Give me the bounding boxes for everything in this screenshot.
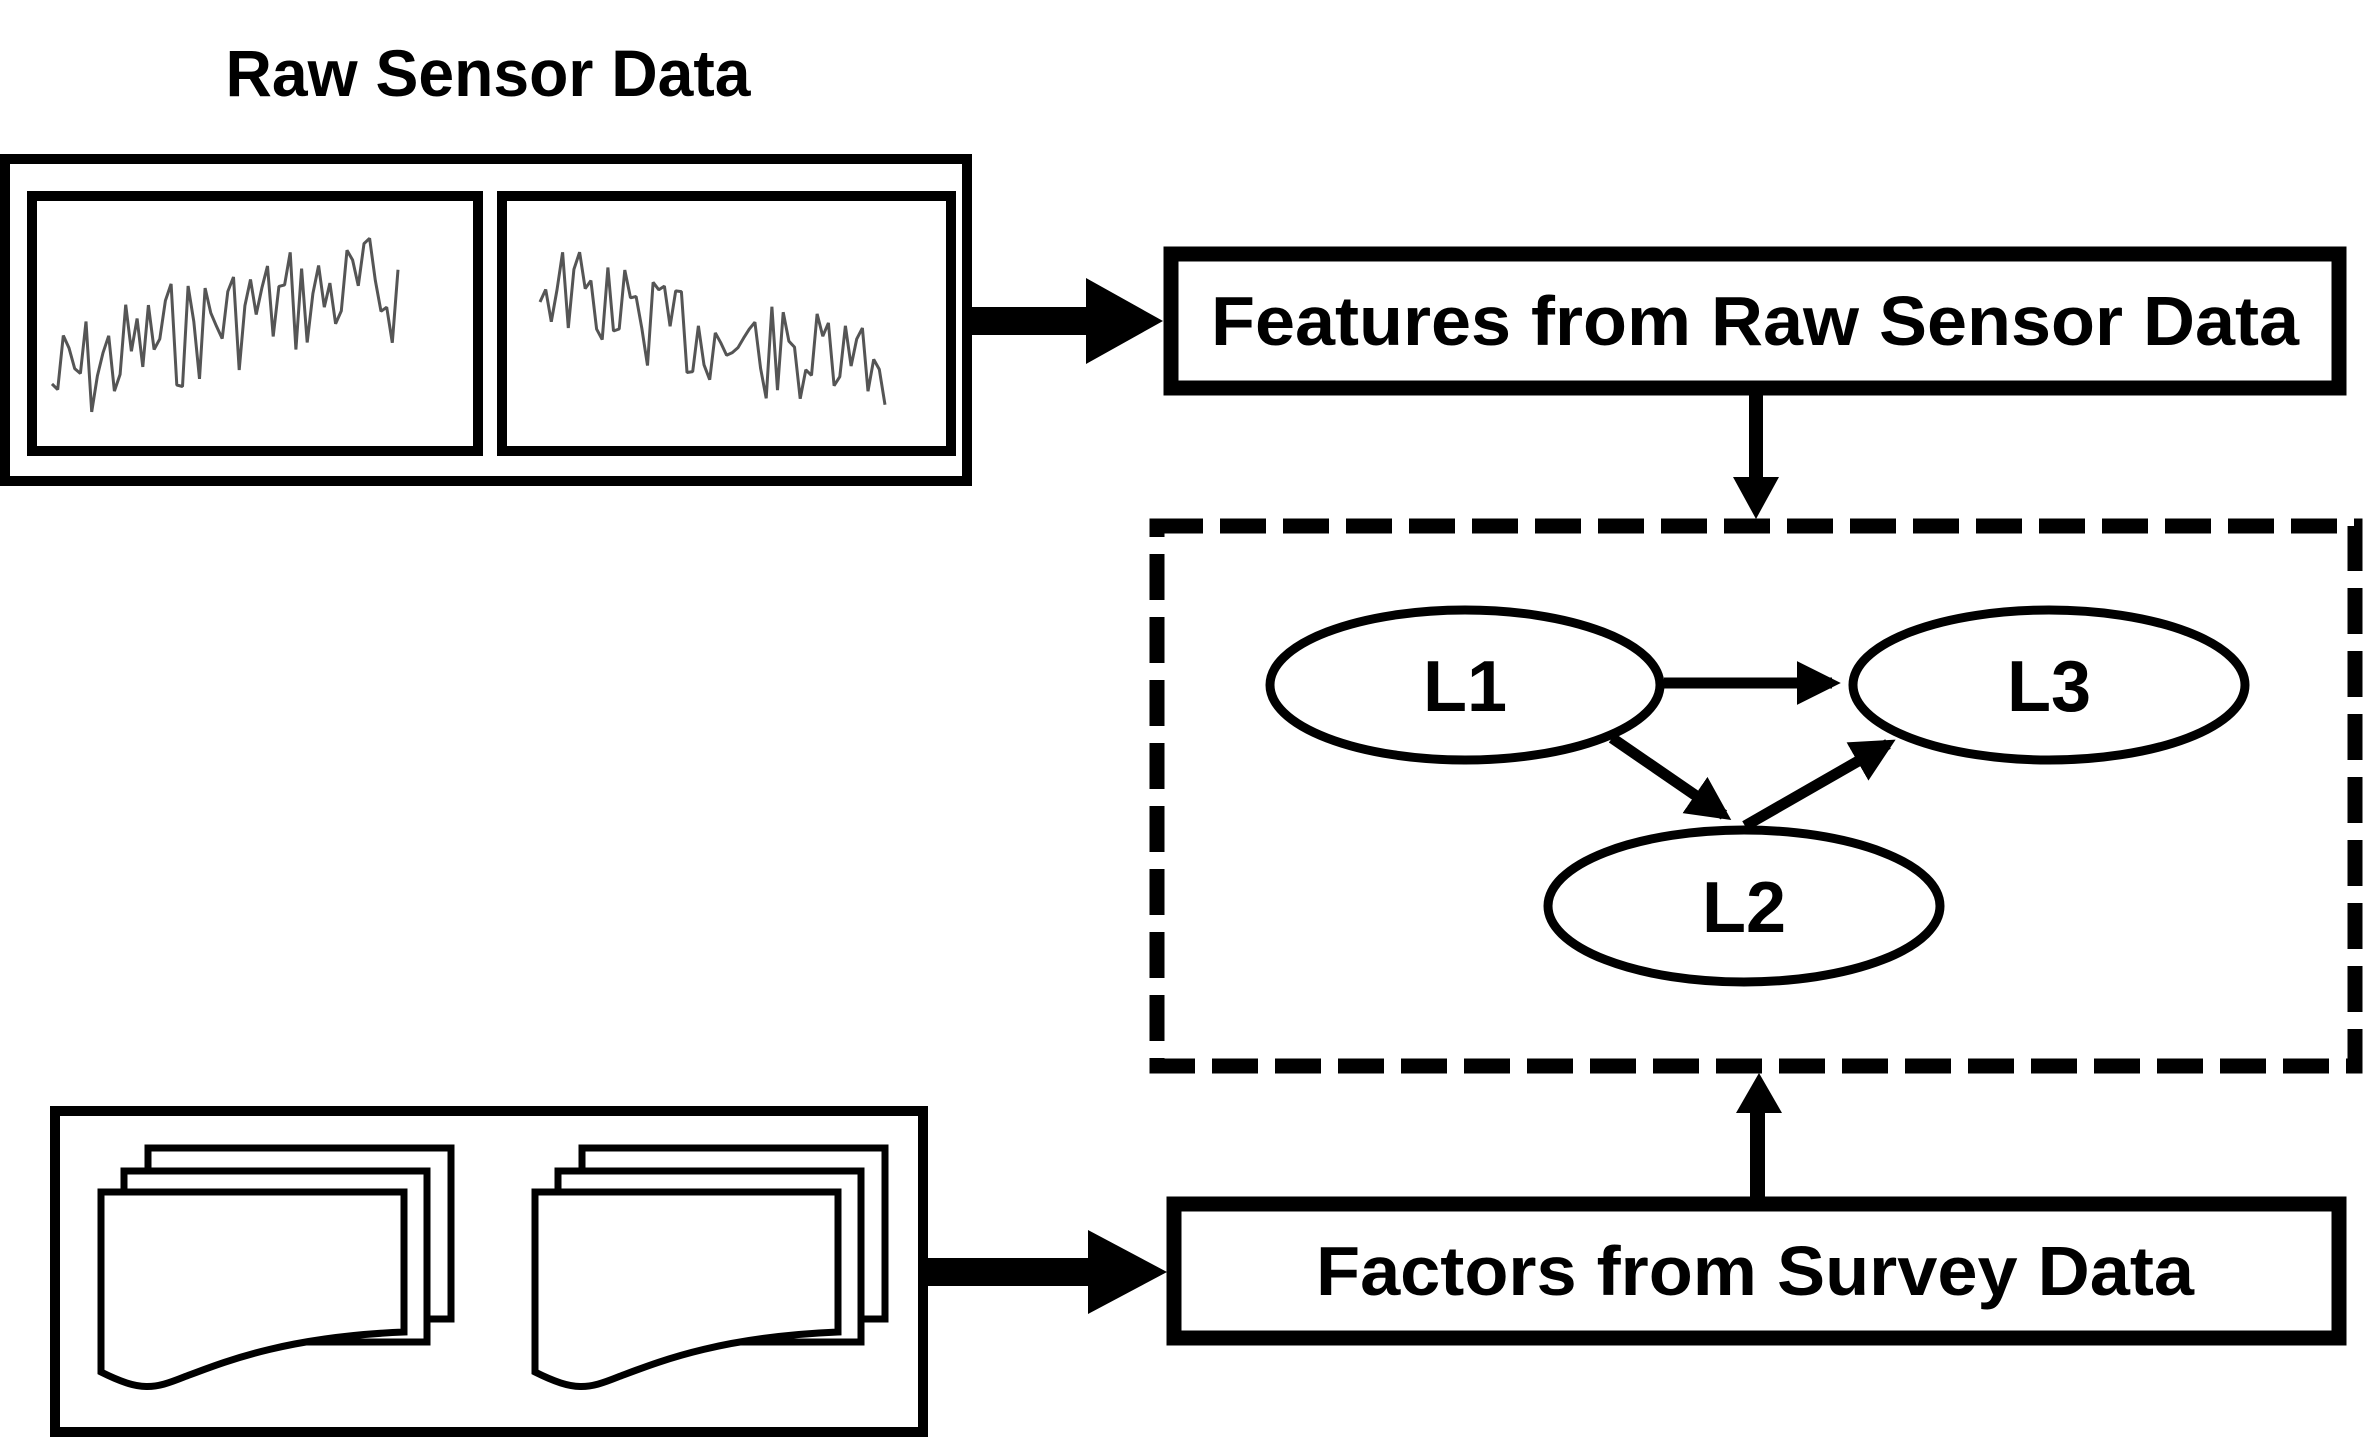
document-page-front xyxy=(97,1188,408,1390)
waveform-icon xyxy=(50,237,400,413)
edge-l2-l3 xyxy=(1742,739,1896,831)
waveform-icon xyxy=(538,251,887,406)
node-l1: L1 xyxy=(1265,605,1665,765)
raw-sensor-container xyxy=(0,154,972,486)
node-l3: L3 xyxy=(1848,605,2250,765)
node-l2-label: L2 xyxy=(1702,868,1786,948)
arrow-survey-to-factors xyxy=(926,1230,1167,1314)
node-l3-label: L3 xyxy=(2007,647,2091,727)
arrow-features-to-model xyxy=(1733,388,1779,519)
arrow-raw-to-features xyxy=(972,278,1163,364)
factors-box: Factors from Survey Data xyxy=(1166,1196,2347,1346)
node-l2: L2 xyxy=(1543,825,1945,987)
document-stack-icon xyxy=(97,1144,455,1390)
raw-sensor-title: Raw Sensor Data xyxy=(226,36,752,110)
node-l1-label: L1 xyxy=(1423,647,1507,727)
features-box: Features from Raw Sensor Data xyxy=(1163,246,2347,396)
factors-box-label: Factors from Survey Data xyxy=(1316,1232,2195,1310)
arrow-factors-to-model xyxy=(1736,1073,1782,1202)
model-box: L1 L3 L2 xyxy=(1149,518,2363,1074)
edge-l1-l2 xyxy=(1608,733,1732,820)
features-box-label: Features from Raw Sensor Data xyxy=(1211,282,2300,360)
survey-container xyxy=(50,1106,928,1437)
document-stack-icon xyxy=(531,1144,889,1390)
sensor-panel-2 xyxy=(497,191,956,456)
document-page-front xyxy=(531,1188,842,1390)
sensor-panel-1 xyxy=(27,191,483,456)
